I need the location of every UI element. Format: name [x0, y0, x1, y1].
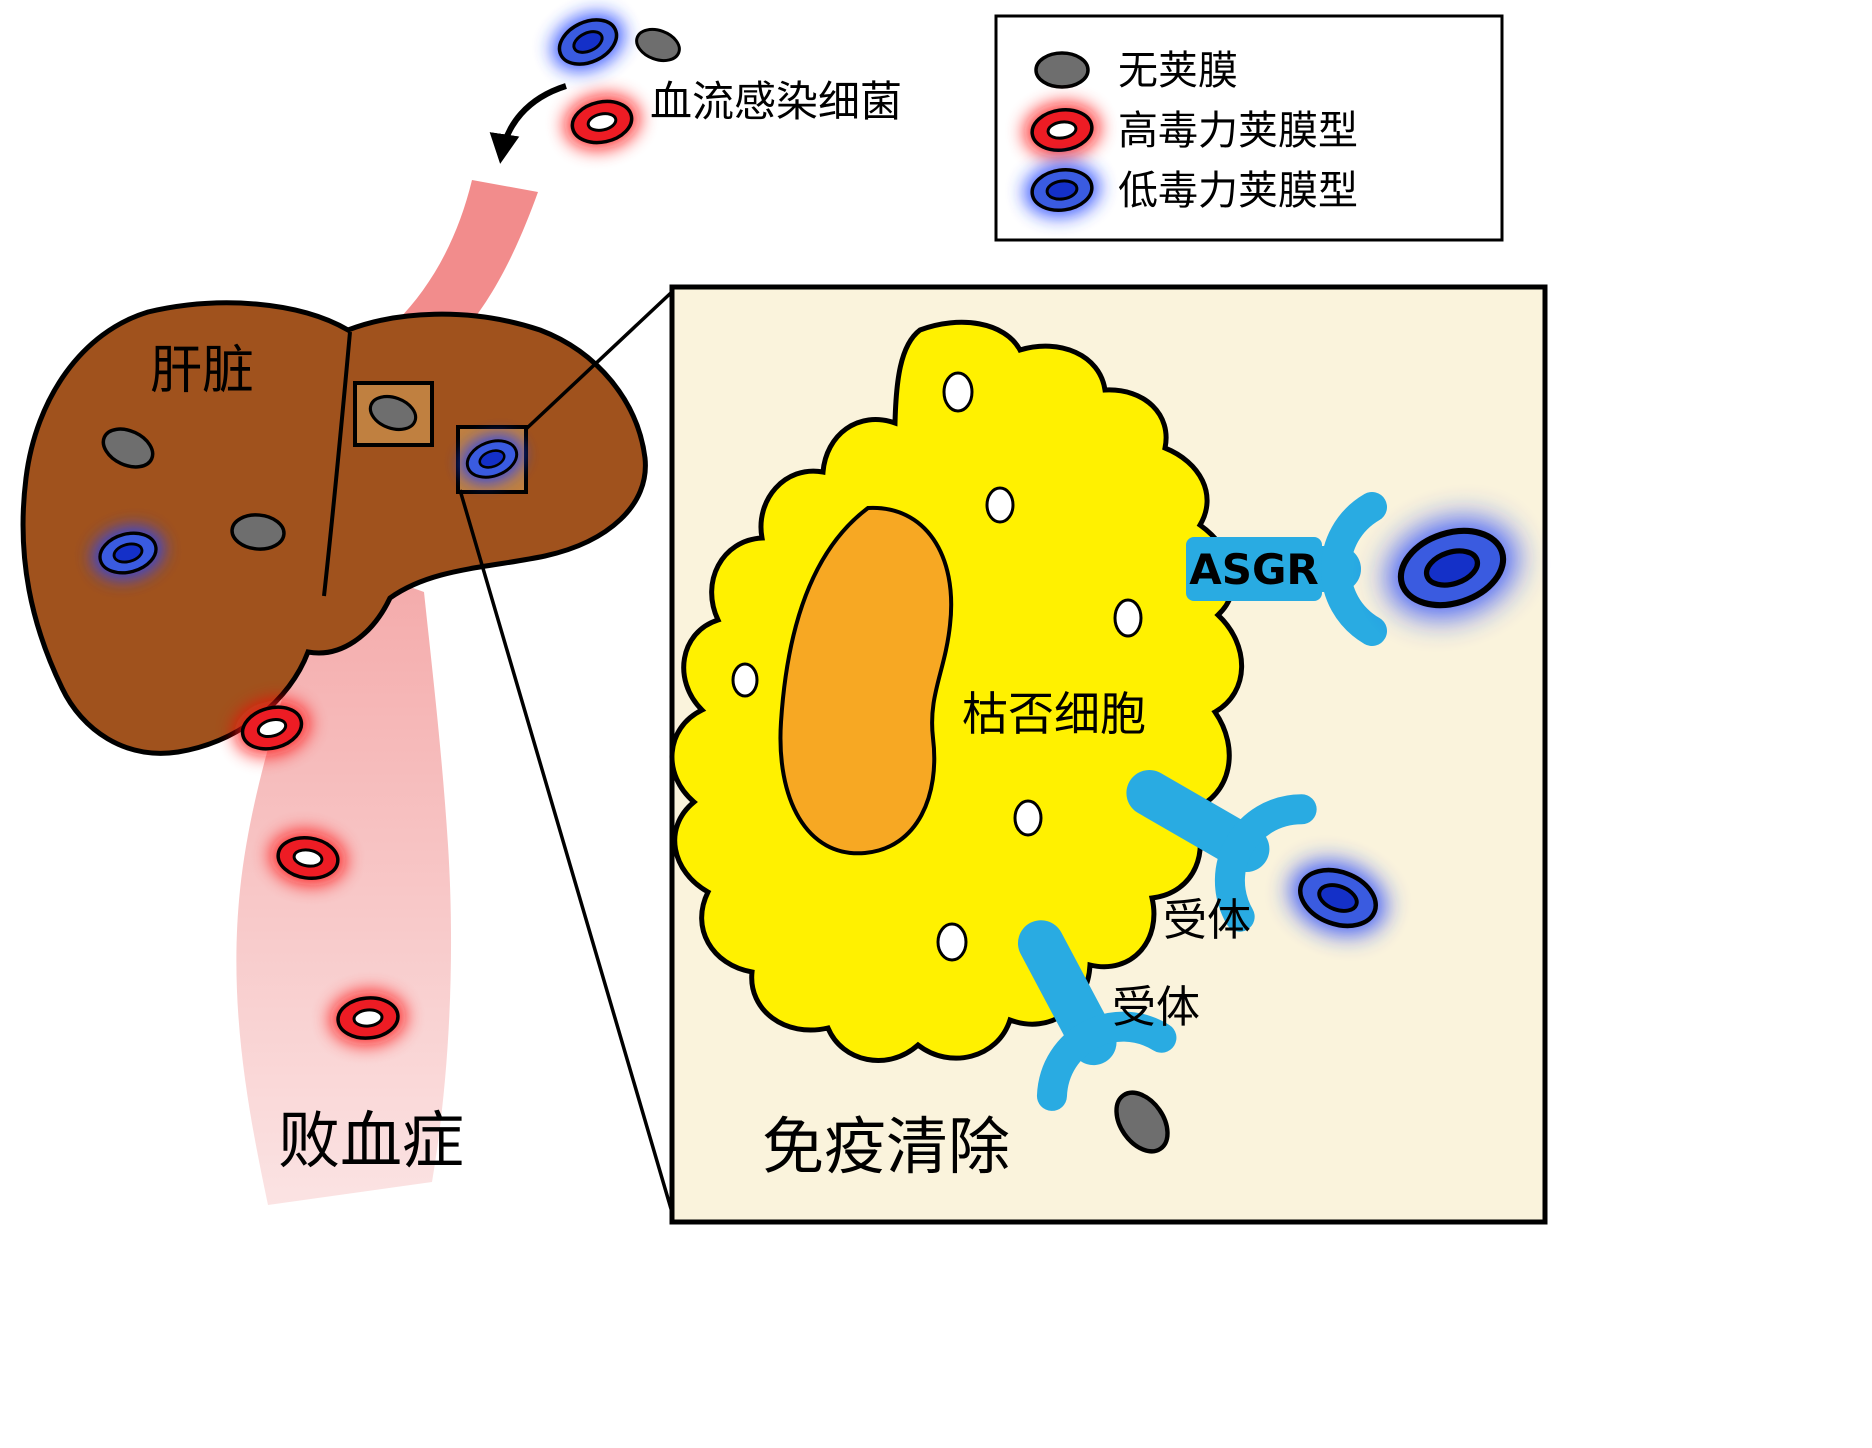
- liver-shape: [20, 300, 648, 756]
- bacterium-high-virulence: [559, 88, 645, 157]
- zoom-box-gray: [353, 381, 434, 447]
- legend-label-high-virulence: 高毒力荚膜型: [1118, 108, 1358, 154]
- sepsis-label: 败血症: [278, 1104, 464, 1177]
- receptor-bottom-label: 受体: [1112, 982, 1200, 1033]
- cell-vesicle: [1113, 598, 1143, 638]
- bacterium-no-capsule: [630, 22, 686, 68]
- zoom-connector-top: [524, 288, 676, 431]
- cell-nucleus: [778, 505, 954, 856]
- liver-fissure-line: [322, 331, 352, 597]
- immune-clearance-label: 免疫清除: [762, 1110, 1010, 1183]
- bloodstream-bacteria-label: 血流感染细菌: [650, 77, 902, 126]
- bacterium-low-virulence: [542, 1, 634, 82]
- legend-label-low-virulence: 低毒力荚膜型: [1118, 168, 1358, 214]
- cell-vesicle: [942, 371, 974, 413]
- entry-arrow: [489, 83, 567, 164]
- asgr-label: ASGR: [1189, 545, 1319, 594]
- liver-label: 肝脏: [150, 341, 254, 401]
- cell-vesicle: [731, 662, 759, 698]
- asgr-receptor: ASGR: [1186, 492, 1387, 646]
- kupffer-cell-label: 枯否细胞: [962, 687, 1146, 741]
- cell-vesicle: [985, 486, 1015, 524]
- legend-box: 无荚膜 高毒力荚膜型 低毒力荚膜型: [994, 14, 1504, 242]
- kupffer-cell-body: [669, 319, 1245, 1063]
- cell-vesicle: [936, 922, 968, 962]
- zoom-connector-bottom: [458, 489, 676, 1220]
- legend-icon-no-capsule: [1034, 51, 1090, 89]
- blood-vessel-upper: [396, 180, 538, 338]
- cell-vesicle: [1013, 799, 1043, 837]
- receptor-middle-label: 受体: [1163, 895, 1251, 946]
- legend-label-no-capsule: 无荚膜: [1118, 48, 1238, 94]
